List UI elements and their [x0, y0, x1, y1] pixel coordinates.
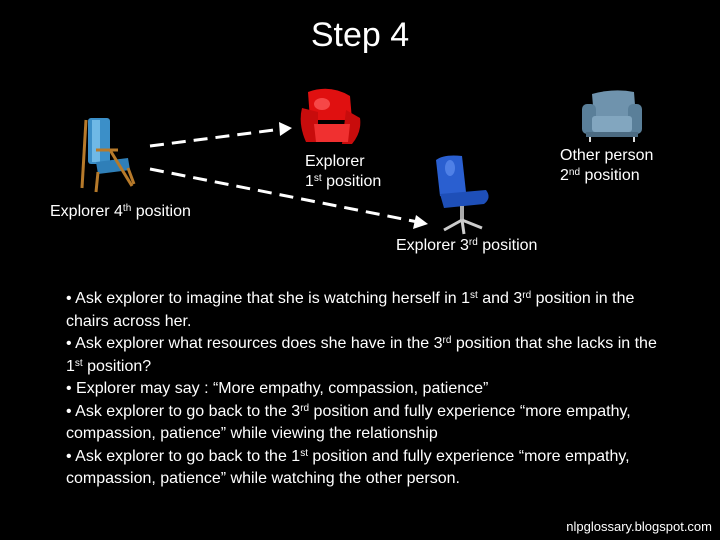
label-text: Explorer 4	[50, 203, 123, 220]
label-text: position	[131, 203, 191, 220]
arrow-to-third-position	[149, 167, 428, 229]
bullet-text: and 3	[477, 290, 523, 307]
armchair-wooden-icon	[80, 118, 136, 193]
instruction-item: • Ask explorer to go back to the 1st pos…	[66, 446, 666, 491]
label-text: Explorer 3	[396, 237, 469, 254]
label-first-position: Explorer 1st position	[305, 152, 381, 192]
label-text: position	[580, 167, 640, 184]
bullet-text: position in the chairs across her.	[66, 290, 635, 330]
label-superscript: st	[313, 173, 322, 184]
slide-title: Step 4	[310, 16, 410, 54]
bullet-text: position?	[82, 357, 152, 375]
label-superscript: rd	[468, 237, 478, 248]
arrow-to-first-position	[149, 122, 292, 148]
label-fourth-position: Explorer 4th position	[50, 202, 191, 222]
bullet-superscript: rd	[300, 402, 310, 414]
instruction-item: • Ask explorer to go back to the 3rd pos…	[66, 401, 666, 446]
label-text: Explorer	[305, 153, 365, 170]
label-text: position	[321, 173, 382, 190]
instruction-item: • Ask explorer to imagine that she is wa…	[66, 288, 666, 333]
bullet-text: position and fully experience “more empa…	[66, 447, 630, 488]
label-text: 2	[560, 167, 569, 184]
armchair-red-icon	[300, 88, 361, 144]
sofa-chair-icon	[582, 90, 642, 142]
bullet-superscript: rd	[522, 290, 532, 301]
label-other-person: Other person 2nd position	[560, 146, 653, 186]
label-text: position	[477, 237, 538, 254]
label-text: 1	[305, 173, 314, 190]
bullet-superscript: rd	[442, 335, 452, 346]
bullet-text: • Ask explorer to imagine that she is wa…	[66, 290, 471, 307]
label-superscript: nd	[568, 167, 581, 178]
label-third-position: Explorer 3rd position	[396, 236, 537, 256]
bullet-superscript: st	[74, 357, 83, 369]
bullet-text: • Ask explorer to go back to the 1	[66, 447, 301, 465]
bullet-text: • Ask explorer to go back to the 3	[66, 402, 301, 420]
instruction-item: • Explorer may say : “More empathy, comp…	[66, 378, 666, 401]
label-text: Other person	[560, 147, 654, 164]
bullet-text: position and fully experience “more empa…	[66, 402, 631, 443]
bullet-superscript: st	[470, 290, 478, 301]
instruction-item: • Ask explorer what resources does she h…	[66, 333, 666, 378]
bullet-text: • Explorer may say : “More empathy, comp…	[66, 380, 489, 397]
bullet-text: position that she lacks in the 1	[66, 335, 657, 375]
bullet-superscript: st	[300, 447, 308, 459]
footer-url: nlpglossary.blogspot.com	[566, 519, 712, 534]
instruction-list: • Ask explorer to imagine that she is wa…	[66, 288, 666, 491]
label-superscript: th	[122, 203, 132, 214]
swivel-chair-blue-icon	[436, 155, 489, 235]
bullet-text: • Ask explorer what resources does she h…	[66, 335, 443, 352]
